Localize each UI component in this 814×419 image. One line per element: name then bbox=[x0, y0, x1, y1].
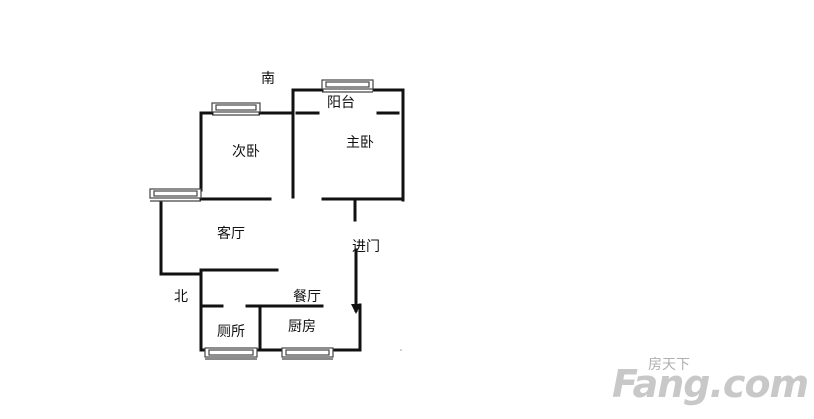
kitchen-window bbox=[281, 347, 334, 360]
watermark-cn-text: 房天下 bbox=[648, 357, 690, 373]
toilet-window bbox=[204, 347, 258, 360]
walls bbox=[159, 88, 405, 352]
compass-north-label: 北 bbox=[174, 289, 188, 305]
balcony-window bbox=[321, 79, 374, 93]
room-label-master-bedroom: 主卧 bbox=[346, 135, 374, 151]
room-label-living-room: 客厅 bbox=[217, 226, 245, 242]
watermark-en-text: Fang.com bbox=[612, 362, 809, 406]
windows bbox=[149, 79, 374, 360]
room-label-entrance: 进门 bbox=[352, 239, 380, 255]
room-label-toilet: 厕所 bbox=[217, 324, 245, 340]
stray-dot bbox=[400, 349, 402, 351]
compass-south-label: 南 bbox=[261, 71, 275, 87]
second-bedroom-window bbox=[211, 102, 261, 116]
room-label-balcony: 阳台 bbox=[327, 95, 355, 111]
fang-watermark: 房天下 Fang.com bbox=[612, 350, 809, 408]
arrow-icon bbox=[351, 300, 361, 314]
living-room-window bbox=[149, 188, 202, 202]
room-label-dining-room: 餐厅 bbox=[293, 289, 321, 305]
room-label-second-bedroom: 次卧 bbox=[232, 144, 260, 160]
room-label-kitchen: 厨房 bbox=[288, 319, 316, 335]
